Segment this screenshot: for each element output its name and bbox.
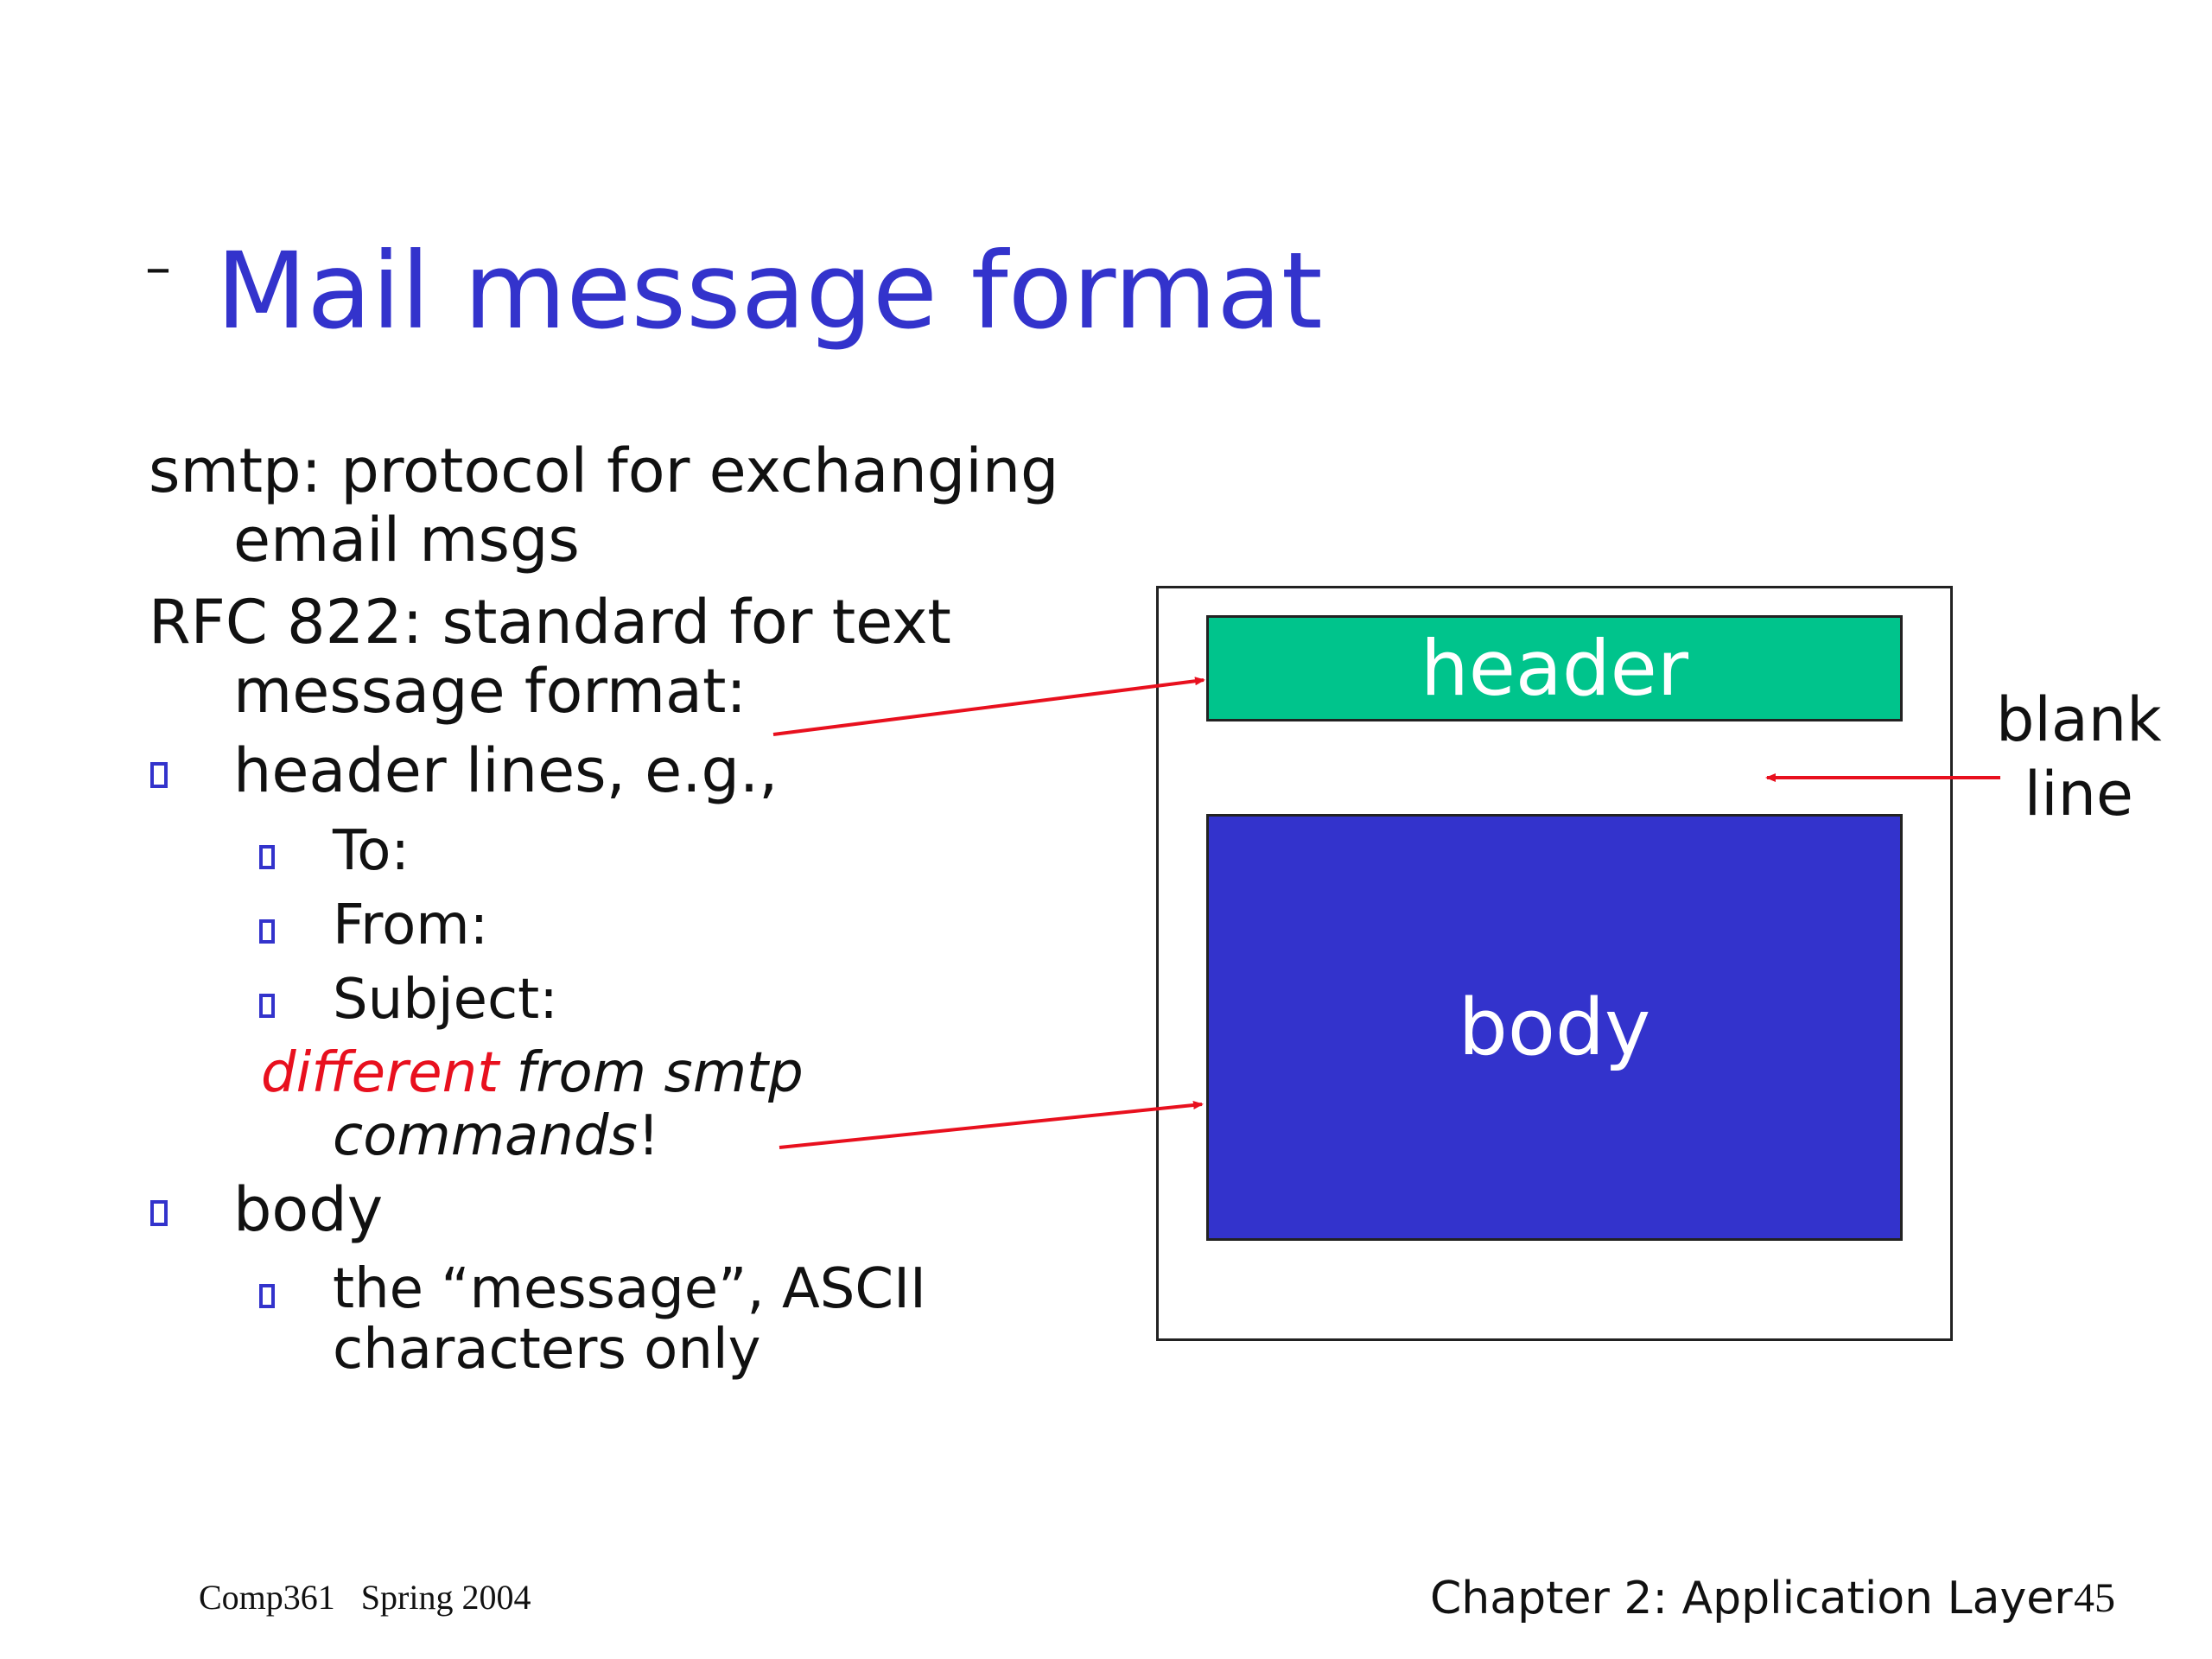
header-lines-bullet: header lines, e.g., [233,735,779,806]
header-arrow [772,677,1205,736]
commands-bang: ! [637,1104,660,1168]
smtp-line-2: email msgs [233,505,580,575]
footer-course: Comp361 Spring 2004 [199,1578,531,1617]
commands-word: commands [333,1104,638,1168]
header-item-to: To: [333,819,410,883]
different-rest: from smtp [499,1041,804,1105]
bullet-square-icon [150,750,168,798]
bullet-square-icon [259,831,275,880]
different-word: different [261,1041,499,1105]
slide-title: Mail message format [216,230,1323,353]
rfc-line-2: message format: [233,656,747,727]
different-note-line-1: different from smtp [261,1041,804,1105]
body-item-line-2: characters only [333,1318,761,1382]
header-box: header [1206,615,1903,721]
bullet-square-icon [259,1270,275,1319]
body-arrow [779,1101,1204,1149]
different-note-line-2: commands! [333,1104,659,1168]
bullet-square-icon [259,906,275,954]
blank-line-label-1: blank [1996,684,2162,755]
header-item-from: From: [333,893,489,957]
blank-line-label-2: line [2024,759,2133,830]
rfc-line-1: RFC 822: standard for text [149,587,951,658]
body-item-line-1: the “message”, ASCII [333,1257,926,1321]
smtp-line-1: smtp: protocol for exchanging [149,435,1059,506]
header-box-label: header [1420,624,1689,713]
body-box: body [1206,814,1903,1241]
blank-line-label: blank line [1996,683,2162,831]
header-item-subject: Subject: [333,968,558,1032]
footer-chapter: Chapter 2: Application Layer [1430,1573,2073,1624]
body-bullet: body [233,1174,384,1245]
page-number: 45 [2074,1575,2115,1621]
bullet-square-icon [150,1188,168,1236]
body-box-label: body [1458,982,1651,1073]
title-dash: – [145,238,171,298]
bullet-square-icon [259,980,275,1028]
